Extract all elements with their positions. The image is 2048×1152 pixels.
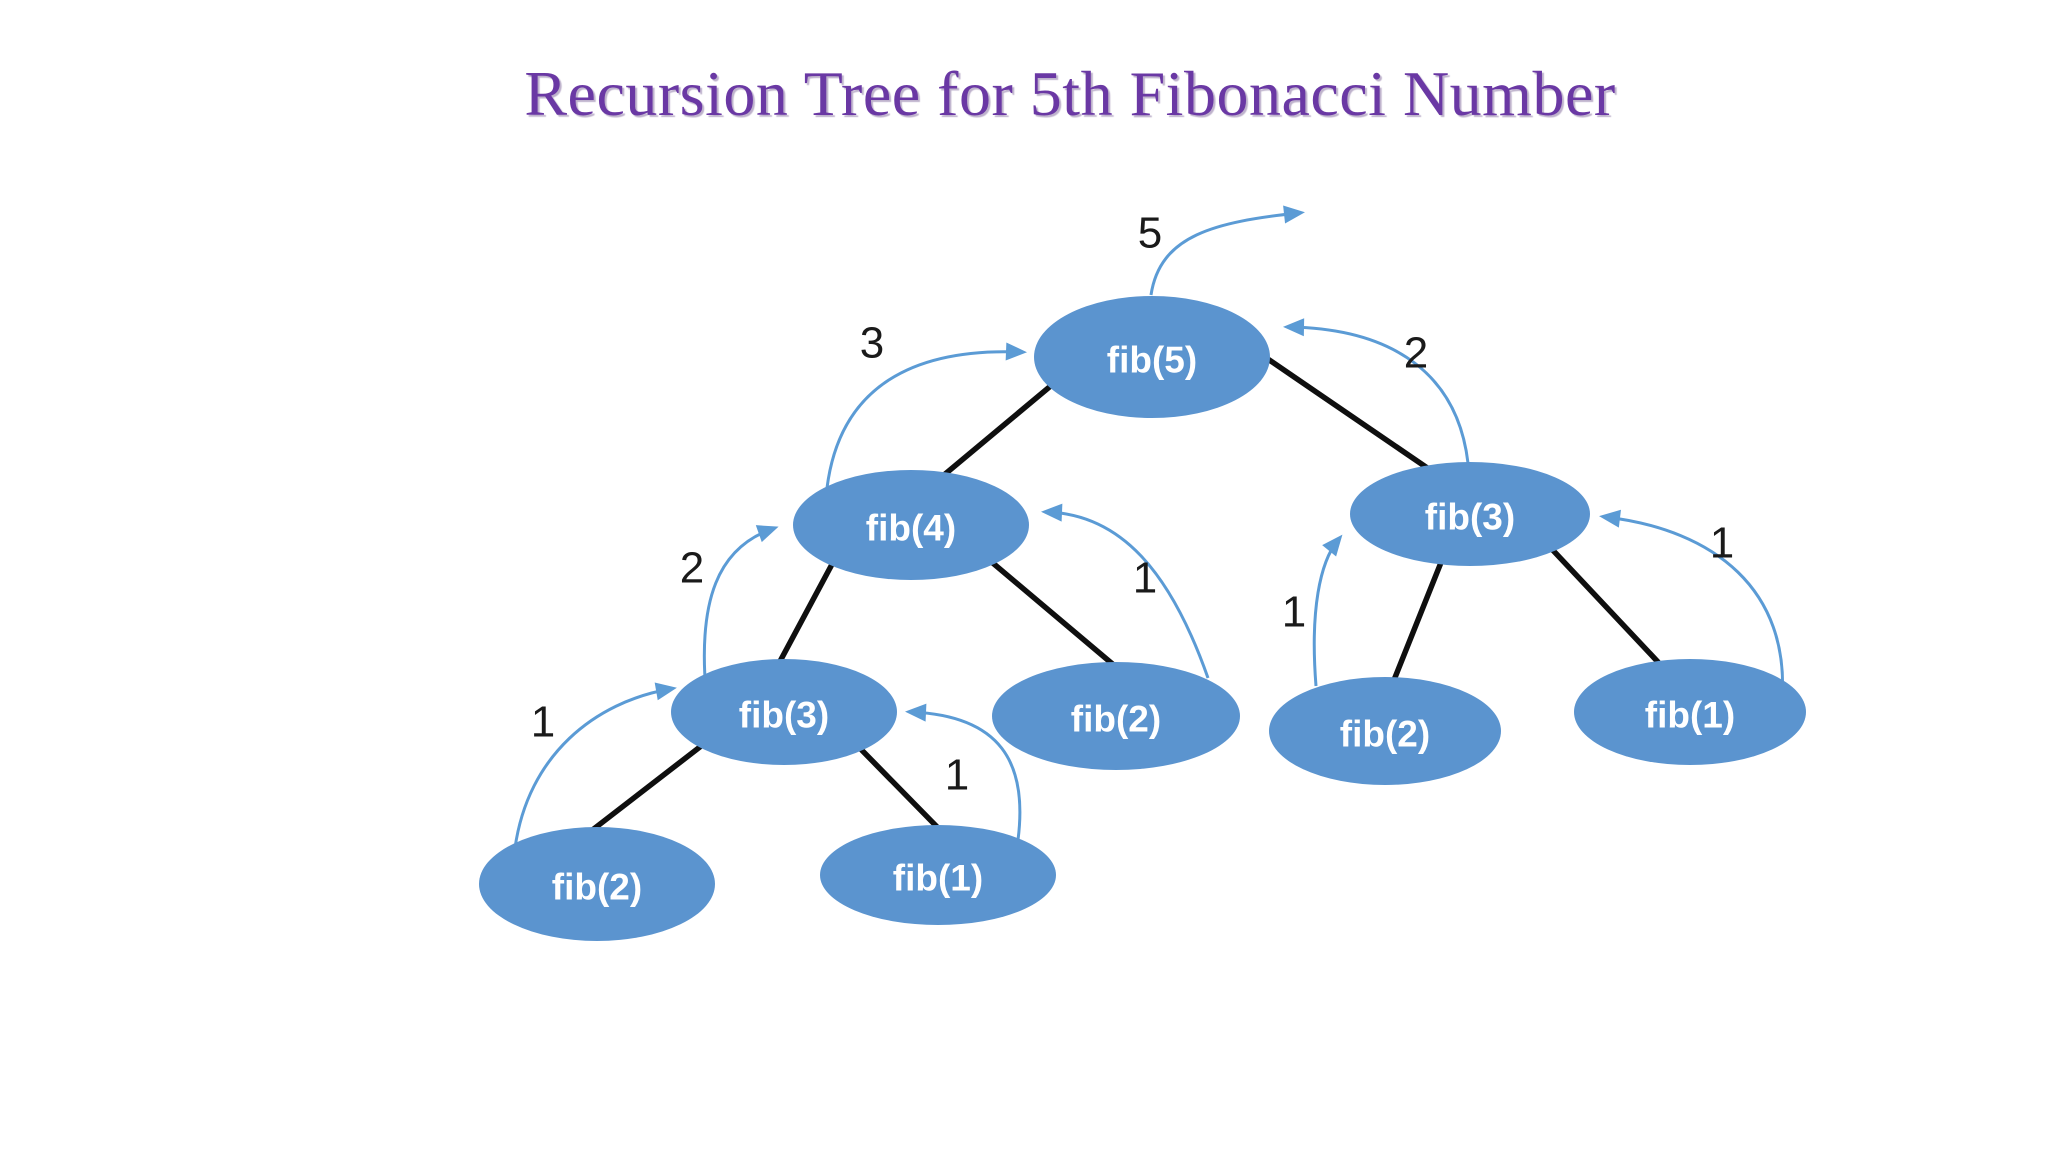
node-ellipse-fib3-left bbox=[671, 659, 897, 765]
return-arrow-fib2-bottom-to-fib3-left bbox=[513, 682, 677, 849]
tree-node-fib4: fib(4) bbox=[793, 470, 1029, 580]
tree-node-fib1-bottom: fib(1) bbox=[820, 825, 1056, 925]
call-edge-fib3-left-to-fib2-bottom bbox=[579, 730, 721, 841]
return-value-fib3-left-to-fib4: 2 bbox=[680, 544, 704, 593]
return-value-fib4-to-fib5: 3 bbox=[860, 319, 884, 368]
node-label-fib2-mid: fib(2) bbox=[1071, 699, 1161, 740]
node-ellipse-fib1-bottom bbox=[820, 825, 1056, 925]
node-ellipse-fib3-right bbox=[1350, 462, 1590, 566]
return-value-fib1-right-to-fib3-right: 1 bbox=[1710, 519, 1734, 568]
tree-node-fib2-bottom: fib(2) bbox=[479, 827, 715, 941]
return-value-fib1-bottom-to-fib3-left: 1 bbox=[945, 751, 969, 800]
return-arrow-fib2-right-to-fib3-right bbox=[1312, 534, 1343, 687]
node-label-fib3-right: fib(3) bbox=[1425, 497, 1515, 538]
node-ellipse-fib4 bbox=[793, 470, 1029, 580]
tree-node-fib5: fib(5) bbox=[1034, 296, 1270, 418]
node-label-fib2-right: fib(2) bbox=[1340, 714, 1430, 755]
node-ellipse-fib1-right bbox=[1574, 659, 1806, 765]
return-arrow-fib3-right-to-fib5 bbox=[1283, 318, 1470, 464]
call-edge-fib3-right-to-fib1-right bbox=[1545, 542, 1661, 665]
node-label-fib1-bottom: fib(1) bbox=[893, 858, 983, 899]
tree-node-fib1-right: fib(1) bbox=[1574, 659, 1806, 765]
node-ellipse-fib2-right bbox=[1269, 677, 1501, 785]
nodes-layer: fib(5) fib(4) fib(3) fib(2) fib(1) fib(2) fib(… bbox=[479, 296, 1806, 941]
return-arrow-fib3-left-to-fib4 bbox=[702, 525, 779, 693]
node-ellipse-fib5 bbox=[1034, 296, 1270, 418]
tree-node-fib3-left: fib(3) bbox=[671, 659, 897, 765]
return-arrow-fib1-bottom-to-fib3-left bbox=[905, 703, 1022, 841]
return-arrow-fib2-mid-to-fib4 bbox=[1041, 503, 1210, 679]
node-ellipse-fib2-mid bbox=[992, 662, 1240, 770]
node-label-fib1-right: fib(1) bbox=[1645, 695, 1735, 736]
node-label-fib4: fib(4) bbox=[866, 508, 956, 549]
node-label-fib5: fib(5) bbox=[1107, 340, 1197, 381]
return-value-fib2-mid-to-fib4: 1 bbox=[1133, 554, 1157, 603]
call-edge-fib3-right-to-fib2-right bbox=[1385, 552, 1447, 698]
return-values-layer: 5 3 2 2 1 1 1 1 1 bbox=[531, 209, 1734, 800]
return-value-fib5-to-caller: 5 bbox=[1138, 209, 1162, 258]
return-arrow-fib1-right-to-fib3-right bbox=[1599, 509, 1785, 701]
return-value-fib3-right-to-fib5: 2 bbox=[1404, 329, 1428, 378]
return-arrows-layer bbox=[513, 205, 1785, 849]
node-label-fib3-left: fib(3) bbox=[739, 695, 829, 736]
node-label-fib2-bottom: fib(2) bbox=[552, 867, 642, 908]
tree-node-fib3-right: fib(3) bbox=[1350, 462, 1590, 566]
node-ellipse-fib2-bottom bbox=[479, 827, 715, 941]
call-edge-fib5-to-fib3-right bbox=[1259, 352, 1445, 481]
return-arrow-fib4-to-fib5 bbox=[825, 342, 1027, 489]
tree-node-fib2-right: fib(2) bbox=[1269, 677, 1501, 785]
return-value-fib2-bottom-to-fib3-left: 1 bbox=[531, 698, 555, 747]
tree-node-fib2-mid: fib(2) bbox=[992, 662, 1240, 770]
slide-title: Recursion Tree for 5th Fibonacci Number bbox=[524, 57, 1616, 129]
return-arrow-fib5-to-caller bbox=[1149, 205, 1305, 296]
call-edge-fib4-to-fib2-mid bbox=[972, 545, 1125, 675]
return-value-fib2-right-to-fib3-right: 1 bbox=[1282, 588, 1306, 637]
